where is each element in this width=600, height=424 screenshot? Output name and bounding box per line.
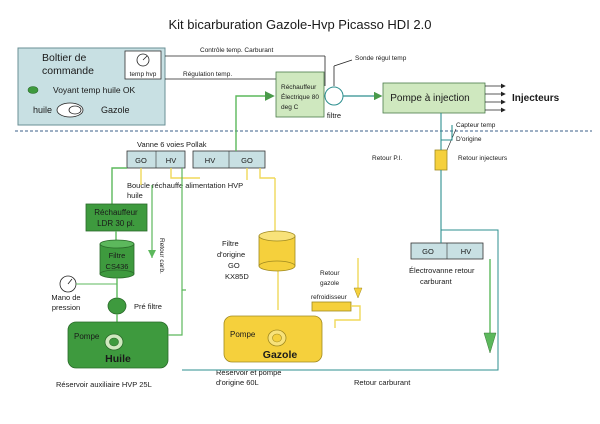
- pressure-gauge-line1: Mano de: [51, 293, 80, 302]
- valve-6way-label: Vanne 6 voies Pollak: [137, 140, 207, 149]
- injection-pump-label: Pompe à injection: [390, 93, 470, 104]
- fuel-filter-label: filtre: [327, 111, 341, 120]
- solenoid-valve-right: HV: [461, 247, 471, 256]
- oil-ok-indicator-icon: [27, 86, 39, 94]
- ldr-heater: Réchauffeur LDR 30 pl.: [85, 203, 148, 232]
- original-filter-line2: d'origine: [217, 250, 245, 259]
- green-supply-line: [235, 91, 275, 151]
- aux-tank-caption: Réservoir auxiliaire HVP 25L: [56, 380, 152, 389]
- temp-sensor: [434, 149, 448, 171]
- control-box-title-1: Boltier de: [42, 52, 87, 64]
- temp-sensor-line2: D'origine: [456, 136, 482, 143]
- cs436-filter-line2: CS436: [106, 262, 129, 271]
- aux-tank-fluid-label: Huile: [105, 353, 131, 365]
- solenoid-valve-left: GO: [422, 247, 434, 256]
- prefilter-icon: [107, 297, 127, 315]
- ldr-heater-line1: Réchauffeur: [94, 208, 138, 217]
- control-box-title-2: commande: [42, 65, 94, 77]
- probe-label: Sonde régul temp: [355, 55, 407, 62]
- valve-right-a: HV: [205, 156, 215, 165]
- electric-heater-line2: Électrique 80: [281, 92, 319, 101]
- oil-ok-indicator-label: Voyant temp huile OK: [53, 85, 136, 95]
- original-filter-line3: GO: [228, 261, 240, 270]
- injection-pump: Pompe à injection: [382, 82, 486, 114]
- ldr-heater-line2: LDR 30 pl.: [97, 219, 135, 228]
- regulation-temp-label: Régulation temp.: [183, 71, 232, 78]
- prefilter-label: Pré filtre: [134, 302, 162, 311]
- return-diesel-line1: Retour: [320, 270, 340, 277]
- switch-left-label: huile: [33, 105, 52, 115]
- return-injectors-label: Retour injecteurs: [458, 155, 508, 162]
- control-box: Boltier de commande temp hvp Voyant temp…: [17, 47, 166, 126]
- loop-label-line2: huile: [127, 191, 143, 200]
- cs436-filter-line1: Filtre: [109, 251, 126, 260]
- return-fuel-label: Retour carburant: [354, 378, 411, 387]
- aux-tank-pump-label: Pompe: [74, 332, 100, 341]
- injector-lines: [485, 83, 506, 113]
- return-carb-label: Retour carb.: [158, 238, 165, 274]
- main-tank-caption-2: d'origine 60L: [216, 378, 259, 387]
- solenoid-return-valve: GO HV: [410, 242, 484, 260]
- valve-left-a: GO: [135, 156, 147, 165]
- yellow-lines: [140, 168, 279, 310]
- cs436-filter: Filtre CS436: [99, 239, 135, 279]
- green-loop-line: [111, 167, 127, 204]
- original-filter-line1: Filtre: [222, 239, 239, 248]
- original-filter: [258, 230, 296, 272]
- main-tank-pump-label: Pompe: [230, 330, 256, 339]
- fuel-filter-icon: [324, 86, 344, 106]
- control-temp-label: Contrôle temp. Carburant: [200, 47, 274, 54]
- valve-right-b: GO: [241, 156, 253, 165]
- aux-oil-tank: Pompe Huile: [67, 321, 169, 369]
- return-lines: [440, 113, 453, 243]
- solenoid-valve-line2: carburant: [420, 277, 453, 286]
- loop-label-line1: Boucle réchauffe alimentation HVP: [127, 181, 243, 190]
- main-tank-fluid-label: Gazole: [263, 349, 298, 361]
- return-pi-label: Retour P.I.: [372, 155, 402, 162]
- electric-heater-line3: deg C: [281, 104, 299, 111]
- aux-return-line: [168, 290, 183, 336]
- solenoid-valve-line1: Électrovanne retour: [409, 266, 475, 275]
- diagram-title: Kit bicarburation Gazole-Hvp Picasso HDI…: [168, 17, 431, 32]
- electric-heater-line1: Réchauffeur: [281, 84, 317, 91]
- valve-6way: GO HV HV GO: [126, 150, 266, 169]
- pressure-gauge-line2: pression: [52, 303, 80, 312]
- cooler: [311, 301, 352, 312]
- original-filter-line4: KX85D: [225, 272, 249, 281]
- injectors-label: Injecteurs: [512, 93, 560, 104]
- return-arrow-icon: [483, 332, 497, 354]
- cooler-label: refroidisseur: [311, 294, 348, 301]
- main-diesel-tank: Pompe Gazole: [223, 315, 323, 363]
- valve-left-b: HV: [166, 156, 176, 165]
- temp-gauge-label: temp hvp: [130, 71, 157, 78]
- temp-sensor-line1: Capteur temp: [456, 122, 496, 129]
- return-fuel-line: [182, 229, 499, 371]
- main-tank-caption-1: Réservoir et pompe: [216, 368, 281, 377]
- switch-right-label: Gazole: [101, 105, 130, 115]
- electric-heater: Réchauffeur Électrique 80 deg C: [275, 71, 325, 118]
- return-diesel-line2: gazole: [320, 280, 340, 287]
